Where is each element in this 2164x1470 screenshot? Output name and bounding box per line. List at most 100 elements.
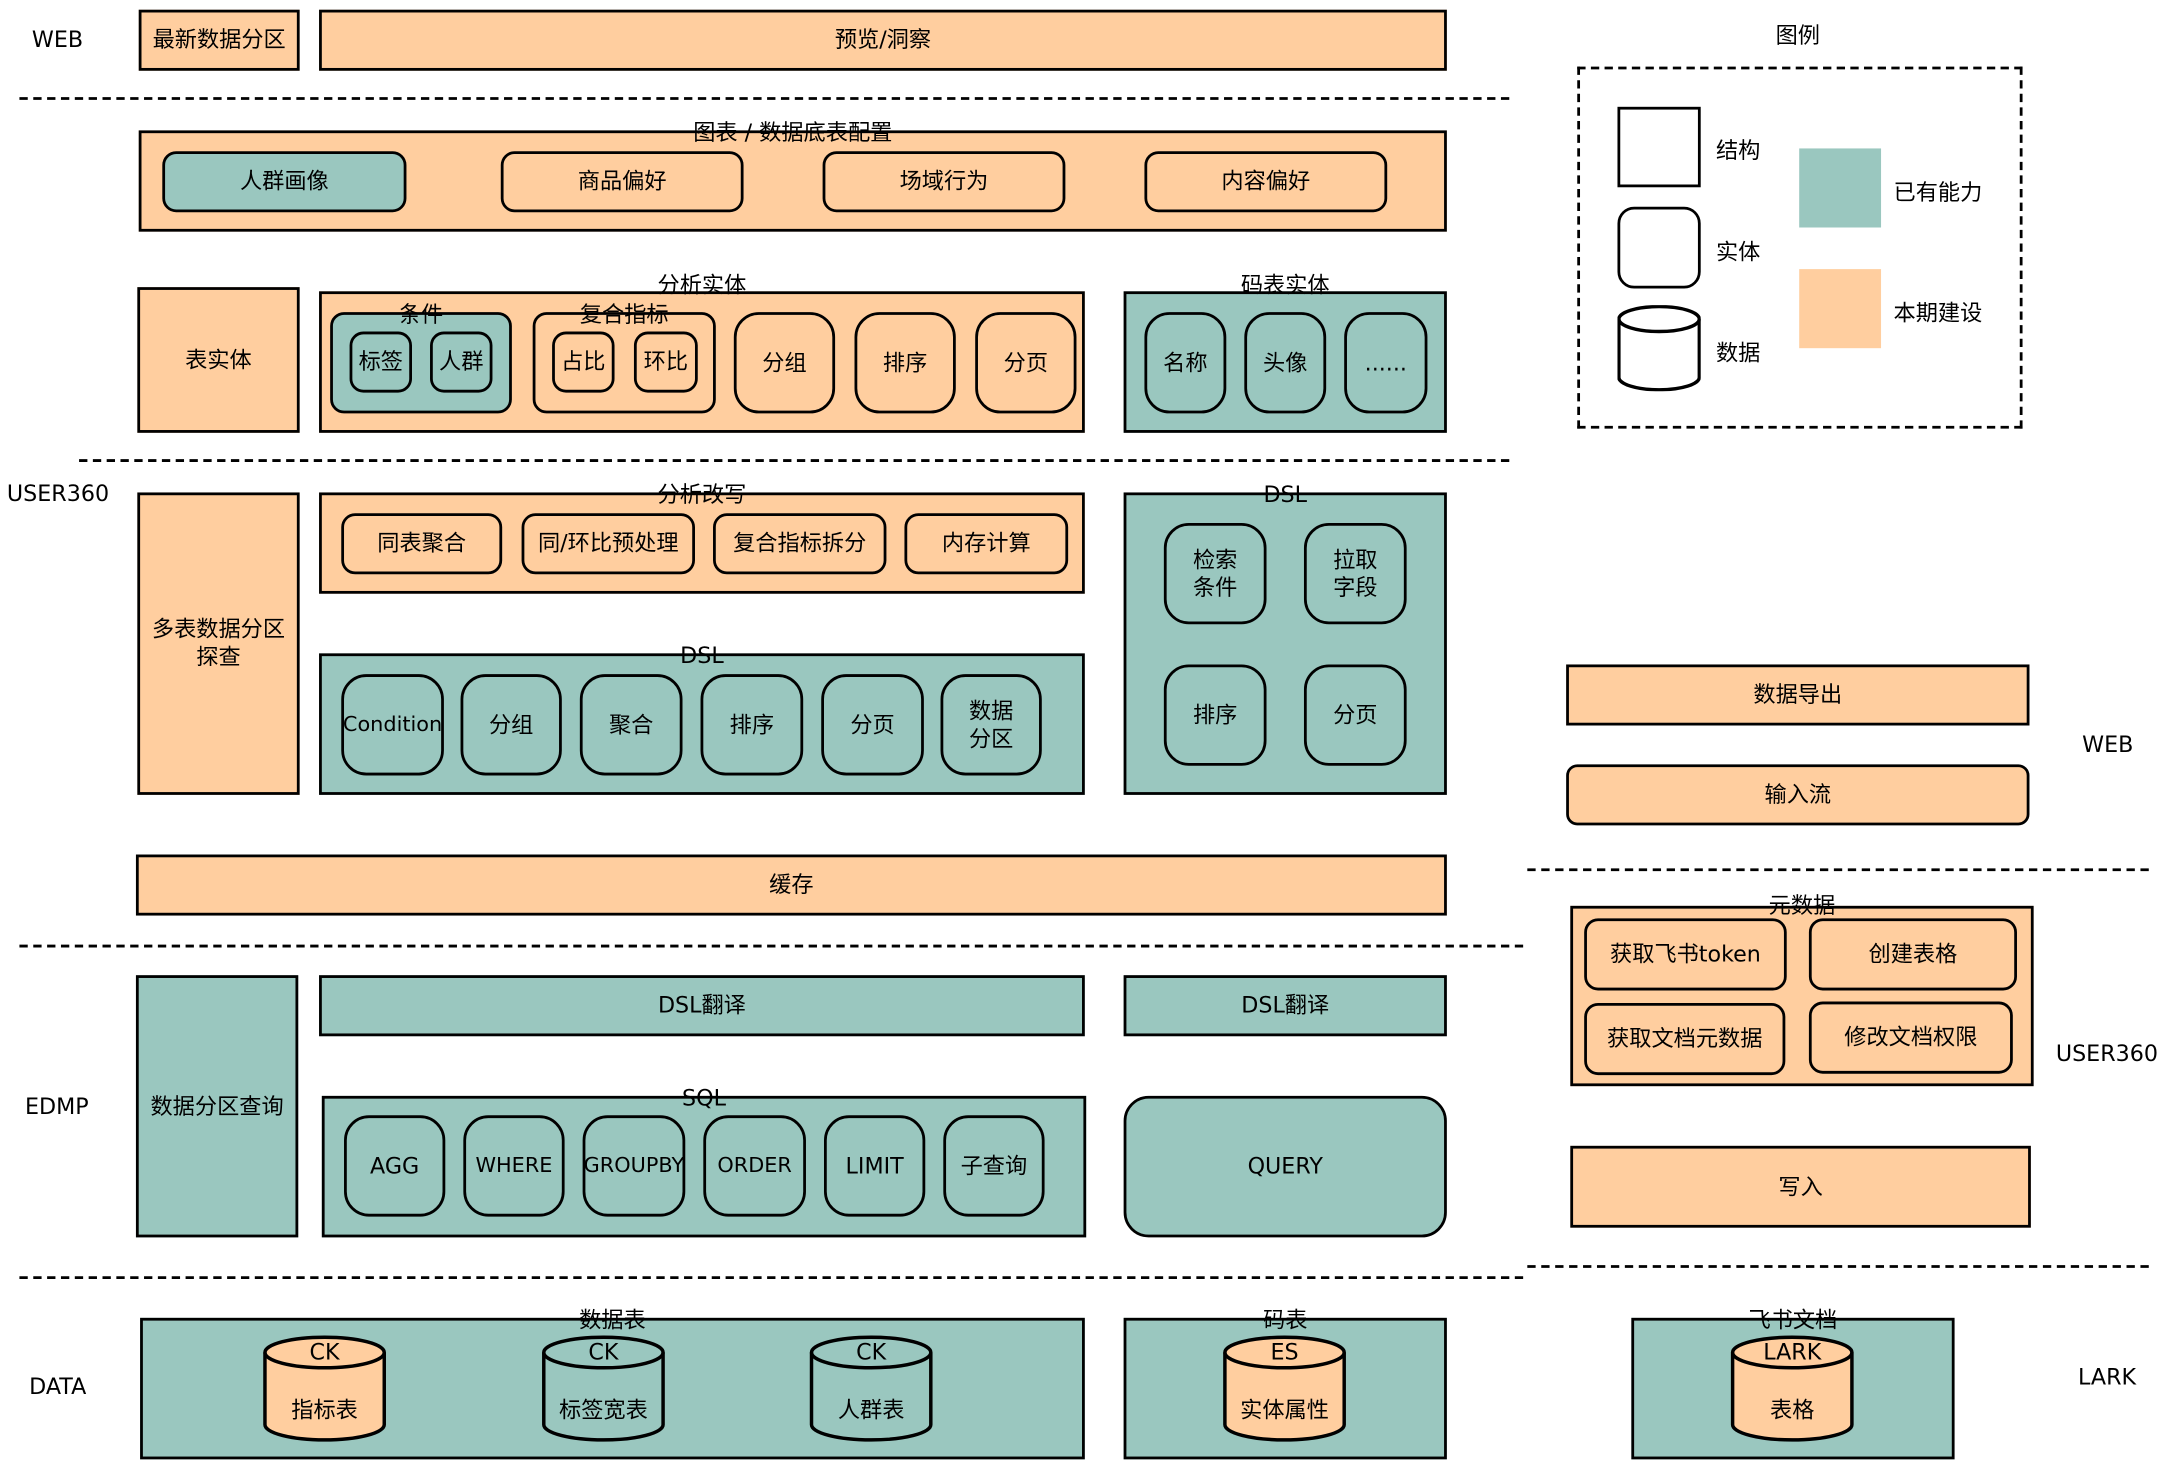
code-table-item[interactable]: 头像 [1244, 312, 1327, 414]
data-tables-title: 数据表 [579, 1306, 646, 1334]
dsl-item[interactable]: Condition [341, 674, 444, 776]
database-cylinder[interactable]: CK 人群表 [809, 1335, 933, 1442]
sql-item[interactable]: WHERE [463, 1115, 565, 1217]
cache-box[interactable]: 缓存 [135, 854, 1447, 916]
composite-metric-item[interactable]: 环比 [633, 331, 698, 393]
dsl-item[interactable]: 排序 [700, 674, 804, 776]
metadata-item[interactable]: 获取飞书token [1584, 918, 1787, 991]
database-cylinder[interactable]: CK 指标表 [263, 1335, 386, 1442]
dsl-right-item-label: 分页 [1333, 701, 1378, 728]
legend-title: 图例 [1775, 22, 1821, 49]
code-table-entity-title: 码表实体 [1240, 271, 1330, 299]
database-engine: CK [588, 1338, 619, 1366]
config-item-label: 人群画像 [239, 167, 329, 195]
database-engine: CK [856, 1338, 887, 1366]
rewrite-item-label: 内存计算 [941, 529, 1031, 557]
rewrite-item[interactable]: 复合指标拆分 [713, 513, 887, 575]
write-box[interactable]: 写入 [1570, 1145, 2031, 1228]
metadata-title: 元数据 [1768, 891, 1836, 919]
sql-item[interactable]: ORDER [703, 1115, 806, 1217]
dsl-item[interactable]: 数据分区 [940, 674, 1042, 776]
dsl-translate-main-box[interactable]: DSL翻译 [319, 975, 1085, 1037]
sql-item[interactable]: LIMIT [823, 1115, 926, 1217]
metadata-item[interactable]: 获取文档元数据 [1584, 1002, 1786, 1076]
layer-label-web: WEB [31, 26, 84, 53]
composite-metric-item[interactable]: 占比 [552, 331, 615, 393]
dsl-item[interactable]: 分组 [460, 674, 562, 776]
dsl-right-item[interactable]: 拉取字段 [1303, 522, 1407, 625]
dsl-right-title: DSL [1263, 481, 1308, 508]
legend-data-label: 数据 [1715, 339, 1761, 367]
database-icon [1223, 1335, 1346, 1442]
write-label: 写入 [1778, 1172, 1823, 1200]
rewrite-item[interactable]: 同/环比预处理 [521, 513, 695, 575]
input-stream-label: 输入流 [1764, 780, 1832, 808]
condition-item-label: 人群 [439, 348, 484, 375]
config-item[interactable]: 内容偏好 [1144, 151, 1388, 213]
metadata-item[interactable]: 创建表格 [1808, 918, 2017, 991]
legend-existing-swatch [1799, 148, 1882, 228]
layer-label-lark: LARK [2078, 1363, 2137, 1390]
latest-partition-box[interactable]: 最新数据分区 [138, 9, 300, 71]
partition-query-box[interactable]: 数据分区查询 [135, 975, 299, 1238]
dsl-right-item[interactable]: 检索条件 [1163, 522, 1267, 625]
legend-current-swatch [1799, 269, 1882, 349]
table-entity-box[interactable]: 表实体 [137, 287, 300, 433]
dsl-right-item-label: 拉取字段 [1333, 545, 1378, 600]
data-export-label: 数据导出 [1753, 681, 1843, 708]
sql-item[interactable]: GROUPBY [582, 1115, 686, 1217]
sql-item[interactable]: AGG [344, 1115, 446, 1217]
code-table-item[interactable]: 名称 [1144, 312, 1227, 414]
code-table-item[interactable]: ...... [1344, 312, 1428, 414]
dsl-item[interactable]: 聚合 [579, 674, 683, 776]
config-item[interactable]: 商品偏好 [500, 151, 744, 213]
analysis-item[interactable]: 分页 [975, 312, 1077, 414]
sql-item[interactable]: 子查询 [943, 1115, 1045, 1217]
database-cylinder[interactable]: LARK 表格 [1730, 1335, 1854, 1442]
database-name: 指标表 [291, 1396, 358, 1424]
lark-docs-title: 飞书文档 [1748, 1306, 1838, 1334]
database-cylinder[interactable]: CK 标签宽表 [542, 1335, 665, 1442]
input-stream-box[interactable]: 输入流 [1566, 764, 2030, 826]
data-export-box[interactable]: 数据导出 [1566, 664, 2030, 726]
condition-item-label: 标签 [358, 348, 403, 375]
layer-divider [19, 944, 1524, 948]
database-name: 标签宽表 [559, 1396, 648, 1424]
analysis-rewrite-title: 分析改写 [657, 481, 747, 508]
analysis-item[interactable]: 分组 [733, 312, 836, 414]
condition-group: 条件 [330, 301, 512, 414]
multi-table-probe-box[interactable]: 多表数据分区探查 [137, 492, 300, 795]
dsl-translate-right-box[interactable]: DSL翻译 [1123, 975, 1447, 1037]
dsl-item[interactable]: 分页 [821, 674, 924, 776]
analysis-entity-title: 分析实体 [657, 271, 747, 299]
sql-item-label: LIMIT [845, 1152, 904, 1179]
rewrite-item[interactable]: 内存计算 [904, 513, 1069, 575]
preview-insight-box[interactable]: 预览/洞察 [319, 9, 1447, 71]
condition-item[interactable]: 标签 [349, 331, 412, 393]
condition-item[interactable]: 人群 [430, 331, 493, 393]
query-box[interactable]: QUERY [1123, 1095, 1447, 1238]
legend-current-label: 本期建设 [1893, 299, 1983, 326]
database-name: 表格 [1770, 1396, 1815, 1424]
composite-metric-title: 复合指标 [579, 301, 669, 328]
database-name: 实体属性 [1240, 1396, 1329, 1424]
layer-label-web-right: WEB [2082, 731, 2134, 758]
legend-data-swatch [1617, 304, 1702, 392]
legend-structure-label: 结构 [1715, 137, 1761, 164]
rewrite-item[interactable]: 同表聚合 [341, 513, 503, 575]
analysis-item[interactable]: 排序 [854, 312, 956, 414]
rewrite-item-label: 同表聚合 [377, 529, 467, 557]
sql-item-label: 子查询 [960, 1152, 1028, 1179]
latest-partition-label: 最新数据分区 [152, 26, 286, 53]
code-table-item-label: 头像 [1263, 348, 1308, 376]
dsl-right-item-label: 排序 [1192, 701, 1238, 728]
layer-label-user360-right: USER360 [2055, 1040, 2158, 1067]
database-cylinder[interactable]: ES 实体属性 [1223, 1335, 1346, 1442]
config-item[interactable]: 人群画像 [162, 151, 407, 213]
dsl-right-item[interactable]: 分页 [1303, 664, 1407, 766]
config-item[interactable]: 场域行为 [822, 151, 1066, 213]
dsl-right-item[interactable]: 排序 [1163, 664, 1267, 766]
analysis-item-label: 排序 [882, 348, 928, 376]
metadata-item-label: 获取文档元数据 [1607, 1025, 1763, 1052]
metadata-item[interactable]: 修改文档权限 [1808, 1001, 2013, 1074]
